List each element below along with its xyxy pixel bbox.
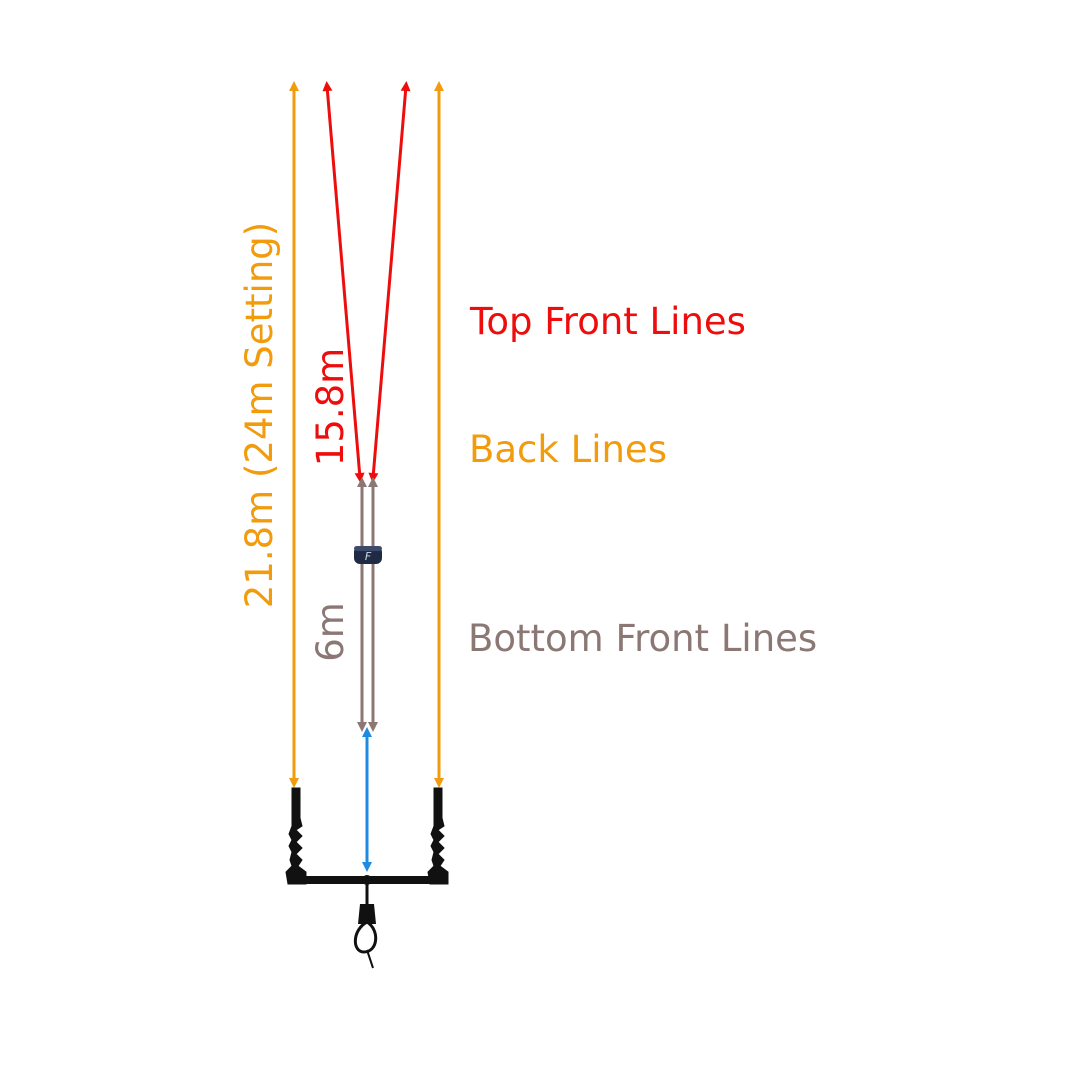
top-front-line-left [322, 81, 365, 483]
bottom-front-length-label: 6m [309, 602, 352, 662]
control-bar-icon [285, 787, 449, 885]
top-front-line-right [368, 81, 411, 483]
back-length-label: 21.8m (24m Setting) [238, 222, 281, 608]
svg-text:F: F [365, 550, 372, 563]
top-front-length-label: 15.8m [309, 348, 352, 466]
chicken-loop-icon [353, 884, 378, 969]
legend-back-lines: Back Lines [469, 428, 667, 471]
depower-stopper-icon: F [354, 546, 382, 564]
legend-top-front-lines: Top Front Lines [470, 300, 746, 343]
legend-bottom-front-lines: Bottom Front Lines [468, 617, 818, 660]
